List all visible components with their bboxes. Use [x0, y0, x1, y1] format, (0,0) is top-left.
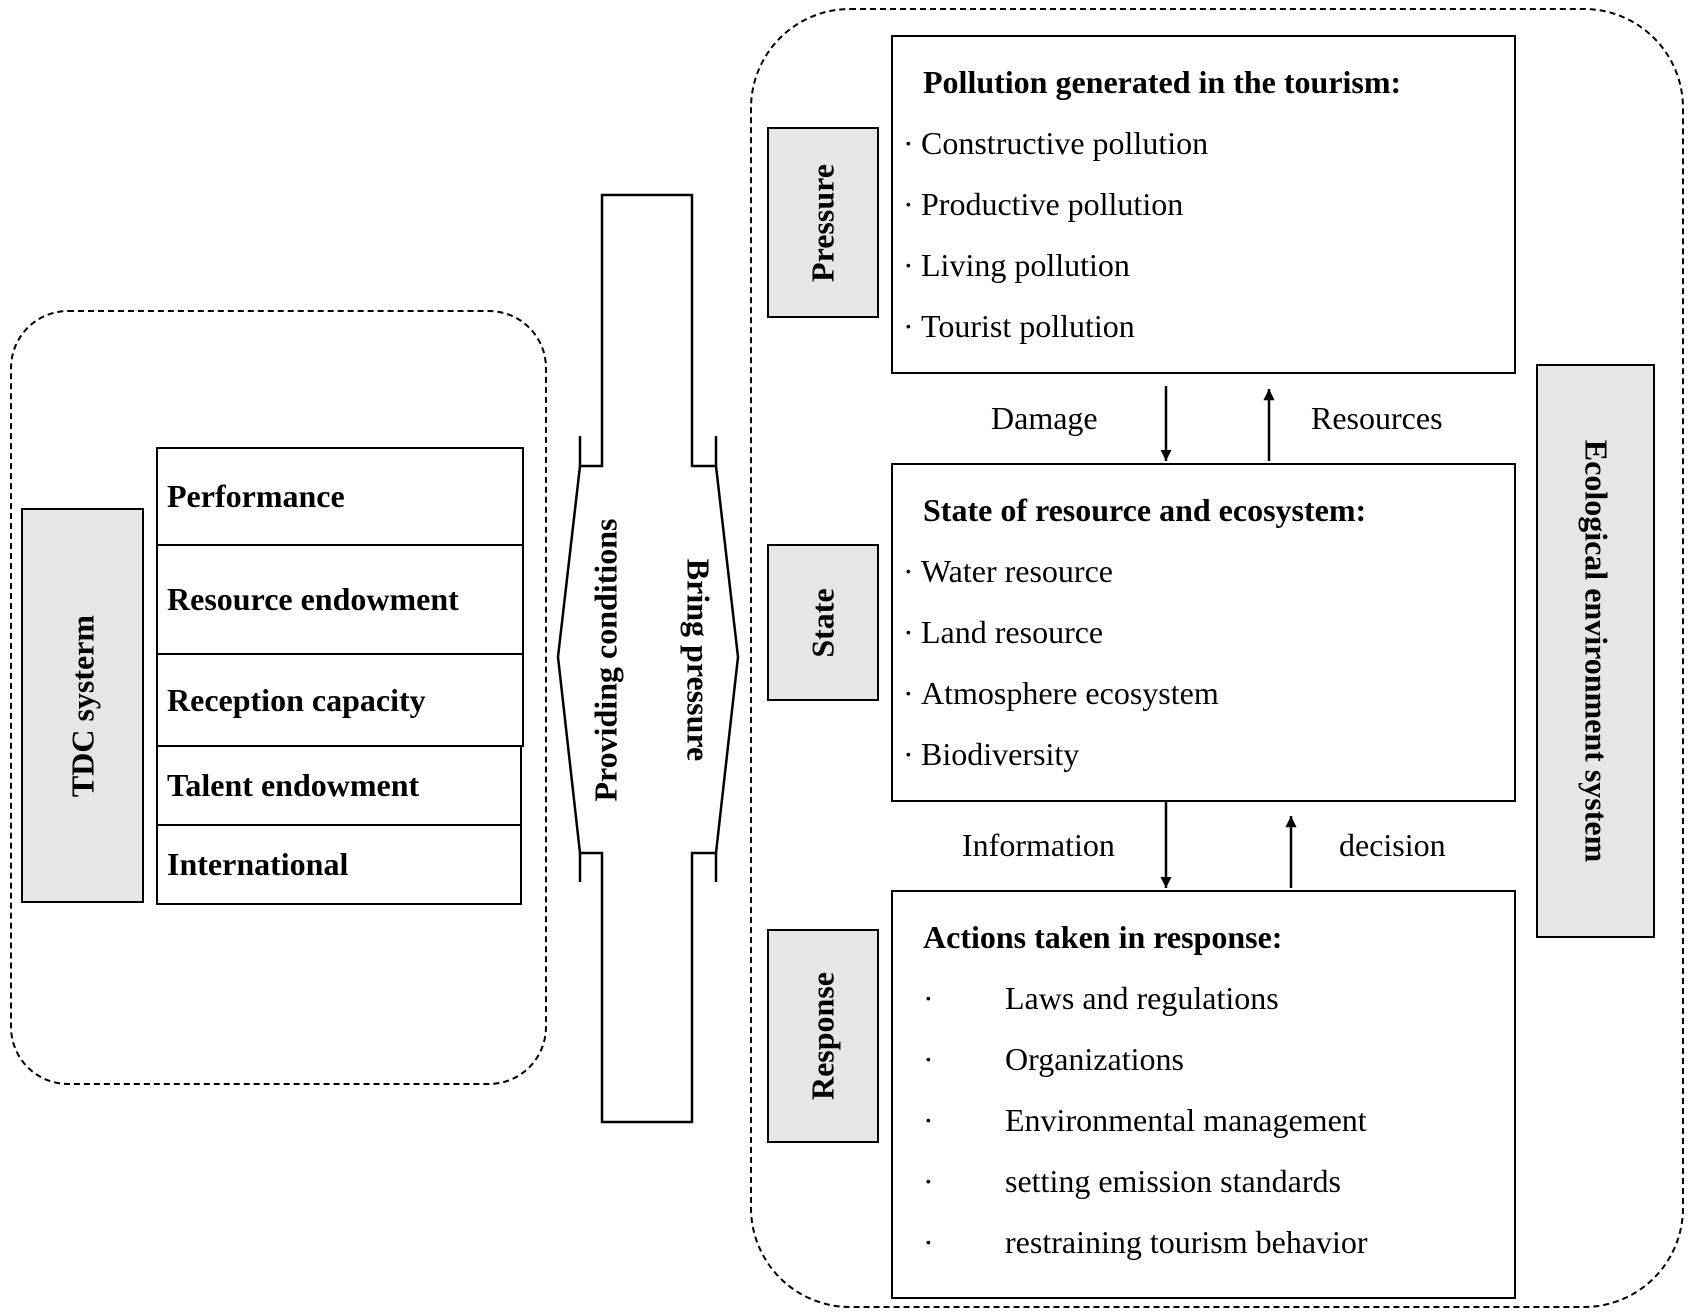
- pressure-item-text: Constructive pollution: [921, 125, 1209, 161]
- pressure-item-text: Tourist pollution: [921, 308, 1135, 344]
- response-box: Actions taken in response: · Laws and reg…: [891, 890, 1516, 1299]
- response-item-text: Laws and regulations: [1005, 980, 1279, 1016]
- pressure-item: ·Tourist pollution: [903, 308, 1135, 345]
- bullet-dot: ·: [903, 308, 914, 344]
- tdc-item-label: Reception capacity: [167, 681, 426, 718]
- response-item-text: Environmental management: [1005, 1102, 1367, 1138]
- information-label: Information: [962, 827, 1115, 863]
- tdc-item-label: Performance: [167, 478, 345, 514]
- state-box-title: State of resource and ecosystem:: [923, 492, 1367, 528]
- pressure-item-text: Productive pollution: [921, 186, 1184, 222]
- bullet-dot: ·: [903, 125, 914, 161]
- response-item-text: setting emission standards: [1005, 1163, 1341, 1199]
- pressure-item-text: Living pollution: [921, 247, 1130, 283]
- response-item-text: restraining tourism behavior: [1005, 1224, 1368, 1260]
- state-box: State of resource and ecosystem: ·Water …: [891, 463, 1516, 802]
- resources-label: Resources: [1311, 400, 1443, 436]
- state-item: ·Biodiversity: [903, 736, 1079, 773]
- tdc-item-international: International: [156, 824, 522, 905]
- eco-system-container: [750, 8, 1684, 1308]
- eco-system-label-box: Ecological environment system: [1536, 364, 1655, 938]
- bullet-dot: ·: [923, 1102, 934, 1138]
- response-box-title: Actions taken in response:: [923, 919, 1283, 955]
- bullet-dot: ·: [923, 980, 934, 1016]
- pressure-item: ·Living pollution: [903, 247, 1130, 284]
- state-item: ·Atmosphere ecosystem: [903, 675, 1219, 712]
- bullet-dot: ·: [903, 614, 914, 650]
- tdc-item-reception-capacity: Reception capacity: [156, 653, 524, 747]
- bullet-dot: ·: [923, 1163, 934, 1199]
- state-item: ·Water resource: [903, 553, 1113, 590]
- state-item-text: Atmosphere ecosystem: [921, 675, 1219, 711]
- state-item-text: Land resource: [921, 614, 1104, 650]
- eco-system-title: Ecological environment system: [1578, 439, 1614, 863]
- pressure-label-box: Pressure: [767, 127, 879, 318]
- pressure-box: Pollution generated in the tourism: ·Con…: [891, 35, 1516, 374]
- decision-label: decision: [1339, 827, 1446, 863]
- tdc-item-label: International: [167, 846, 349, 882]
- tdc-system-container: [10, 310, 547, 1085]
- bullet-dot: ·: [923, 1224, 934, 1260]
- response-item-text: Organizations: [1005, 1041, 1184, 1077]
- bullet-dot: ·: [903, 736, 914, 772]
- bullet-dot: ·: [903, 553, 914, 589]
- bullet-dot: ·: [903, 186, 914, 222]
- state-label-box: State: [767, 544, 879, 701]
- state-item-text: Water resource: [921, 553, 1113, 589]
- damage-label: Damage: [991, 400, 1098, 436]
- tdc-system-label-box: TDC systerm: [21, 508, 144, 903]
- tdc-item-resource-endowment: Resource endowment: [156, 544, 524, 655]
- bullet-dot: ·: [903, 675, 914, 711]
- tdc-item-label: Resource endowment: [167, 581, 459, 617]
- tdc-item-label: Talent endowment: [167, 767, 420, 803]
- tdc-item-performance: Performance: [156, 447, 524, 546]
- state-item: ·Land resource: [903, 614, 1103, 651]
- bullet-dot: ·: [923, 1041, 934, 1077]
- pressure-item: ·Constructive pollution: [903, 125, 1208, 162]
- pressure-box-title: Pollution generated in the tourism:: [923, 64, 1402, 100]
- bullet-dot: ·: [903, 247, 914, 283]
- response-label-box: Response: [767, 929, 879, 1143]
- state-item-text: Biodiversity: [921, 736, 1080, 772]
- pressure-item: ·Productive pollution: [903, 186, 1183, 223]
- tdc-item-talent-endowment: Talent endowment: [156, 745, 522, 826]
